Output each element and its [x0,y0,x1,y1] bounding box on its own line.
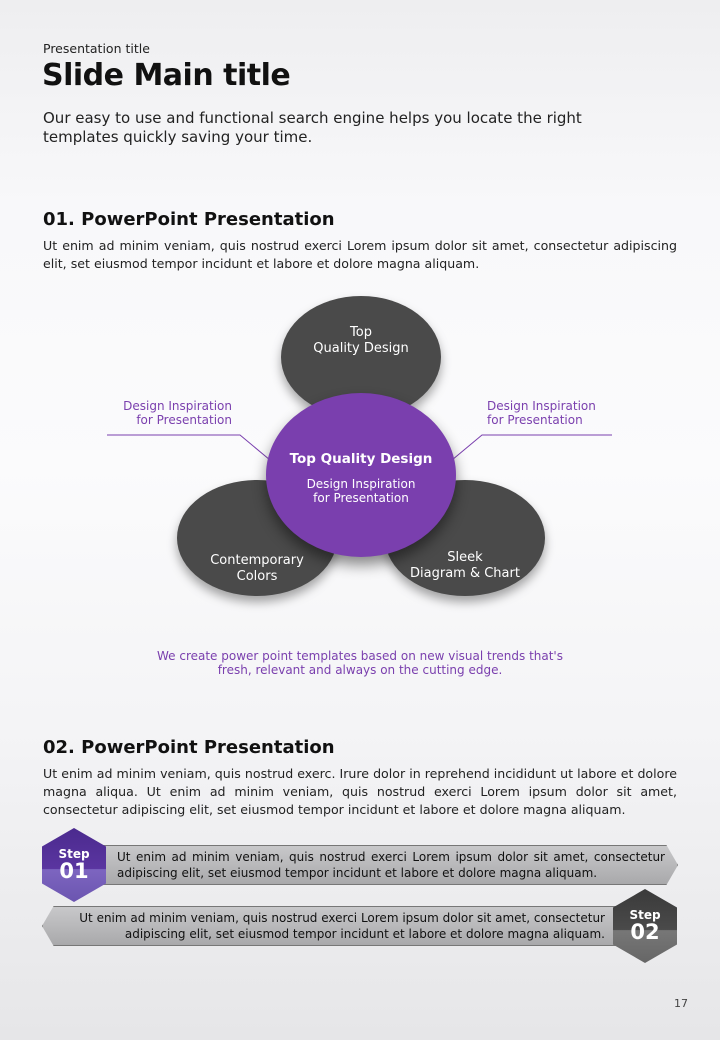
page-number: 17 [674,997,688,1010]
label-right: Design Inspiration for Presentation [487,399,596,427]
step2-number: 02 [630,920,660,944]
circle-left-line1: Contemporary [210,553,304,568]
caption-line1: We create power point templates based on… [156,649,563,663]
slide-main-title: Slide Main title [42,58,291,93]
section1-heading: 01. PowerPoint Presentation [43,209,335,230]
step2-text: Ut enim ad minim veniam, quis nostrud ex… [79,911,605,941]
step1-number: 01 [59,859,89,883]
step1-text: Ut enim ad minim veniam, quis nostrud ex… [117,850,665,880]
label-right-line1: Design Inspiration [487,399,596,413]
step1-label: Step [58,847,90,861]
circle-right-line1: Sleek [447,550,483,565]
diagram-caption: We create power point templates based on… [0,649,720,677]
label-left-line2: for Presentation [136,413,232,427]
label-right-line2: for Presentation [487,413,583,427]
section2-heading: 02. PowerPoint Presentation [43,737,335,758]
label-left: Design Inspiration for Presentation [123,399,232,427]
presentation-title: Presentation title [43,41,150,56]
slide-subtitle: Our easy to use and functional search en… [43,109,582,146]
circle-center-title: Top Quality Design [289,451,433,467]
caption-line2: fresh, relevant and always on the cuttin… [217,663,503,677]
circle-top-line1: Top [350,325,372,340]
step1-bar: Ut enim ad minim veniam, quis nostrud ex… [100,845,678,885]
circle-center: Top Quality Design Design Inspiration fo… [266,393,456,557]
right-connector-line [451,434,612,461]
circle-top-line2: Quality Design [313,341,409,356]
label-left-line1: Design Inspiration [123,399,232,413]
circle-right-line2: Diagram & Chart [410,566,520,581]
step2-bar: Ut enim ad minim veniam, quis nostrud ex… [42,906,622,946]
circle-center-line1: Design Inspiration [306,477,416,491]
circle-center-line2: for Presentation [313,491,409,505]
left-connector-line [107,434,271,461]
step2-label: Step [629,908,661,922]
section1-body: Ut enim ad minim veniam, quis nostrud ex… [43,238,677,271]
circle-left-line2: Colors [236,569,278,584]
section2-body: Ut enim ad minim veniam, quis nostrud ex… [43,766,677,817]
